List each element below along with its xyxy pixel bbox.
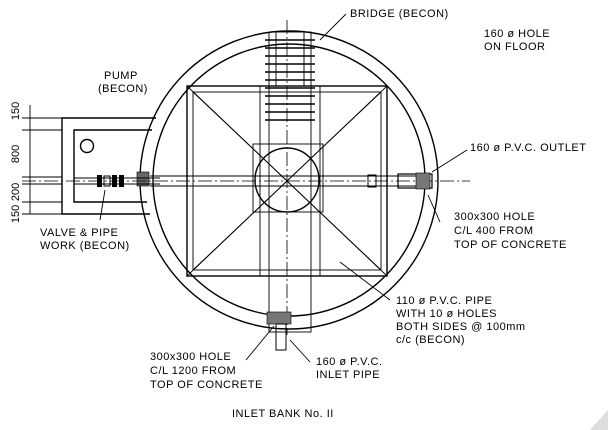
drawing-title: INLET BANK No. II bbox=[232, 408, 334, 420]
label-pipe-line4: c/c (BECON) bbox=[396, 334, 465, 346]
label-hole-right-line2: C/L 400 FROM bbox=[454, 225, 534, 237]
horizontal-pipe bbox=[150, 174, 420, 188]
page-corner bbox=[590, 410, 608, 430]
label-hole-bottom-line3: TOP OF CONCRETE bbox=[150, 379, 263, 391]
label-pump-line2: (BECON) bbox=[98, 83, 148, 95]
bridge bbox=[259, 31, 321, 333]
inner-wall-circle bbox=[152, 43, 426, 317]
label-valve-line1: VALVE & PIPE bbox=[40, 227, 118, 239]
label-pipe-line3: BOTH SIDES @ 100mm bbox=[396, 321, 526, 333]
label-inlet-line2: INLET PIPE bbox=[316, 369, 380, 381]
label-floor-hole-line2: ON FLOOR bbox=[484, 41, 545, 53]
label-hole-bottom-line2: C/L 1200 FROM bbox=[150, 365, 236, 377]
label-valve-line2: WORK (BECON) bbox=[40, 240, 130, 252]
label-floor-hole-line1: 160 ø HOLE bbox=[484, 28, 550, 40]
label-inlet-line1: 160 ø P.V.C. bbox=[316, 356, 383, 368]
dim-150-top: 150 bbox=[10, 102, 22, 120]
label-pump-line1: PUMP bbox=[104, 70, 138, 82]
label-pipe-line1: 110 ø P.V.C. PIPE bbox=[396, 295, 492, 307]
pump-chamber bbox=[61, 117, 156, 215]
dim-800: 800 bbox=[10, 145, 22, 163]
outer-wall-circle bbox=[139, 30, 439, 330]
pump-circle bbox=[79, 138, 95, 154]
dim-150-bottom: 150 bbox=[10, 205, 22, 223]
label-bridge: BRIDGE (BECON) bbox=[350, 8, 449, 20]
label-pipe-line2: WITH 10 ø HOLES bbox=[396, 308, 497, 320]
dimension-line bbox=[22, 105, 62, 215]
outlet-pipe bbox=[397, 172, 433, 190]
inlet-pipe bbox=[266, 311, 292, 351]
label-hole-bottom-line1: 300x300 HOLE bbox=[150, 351, 231, 363]
label-outlet: 160 ø P.V.C. OUTLET bbox=[470, 142, 587, 154]
leader-lines bbox=[99, 13, 468, 363]
label-hole-right-line1: 300x300 HOLE bbox=[454, 211, 535, 223]
dim-200: 200 bbox=[10, 183, 22, 201]
label-hole-right-line3: TOP OF CONCRETE bbox=[454, 239, 567, 251]
